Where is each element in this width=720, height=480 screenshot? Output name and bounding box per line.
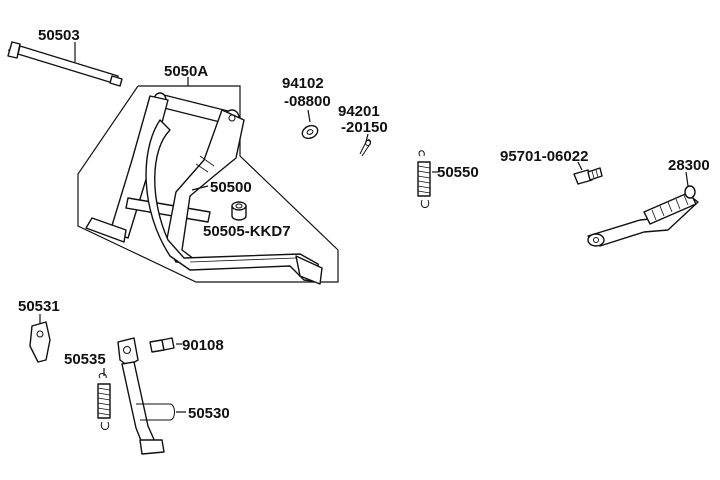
cotter-pin-94201 [359,133,371,157]
side-stand-50530 [117,337,186,455]
label-28300: 28300 [668,157,710,174]
main-stand-group-outline [77,77,339,283]
label-50505: 50505-KKD7 [203,223,291,240]
washer-94102 [301,109,319,140]
label-94102-line2: -08800 [284,93,331,110]
kick-lever-28300 [587,171,699,247]
spring-50535 [97,368,111,430]
label-50500: 50500 [210,179,252,196]
label-94102-line1: 94102 [282,75,324,92]
bolt-95701 [573,161,603,185]
spring-50550 [417,150,438,208]
label-94201-line1: 94201 [338,103,380,120]
label-50503: 50503 [38,27,80,44]
label-95701: 95701-06022 [500,148,588,165]
bolt-90108 [149,337,182,353]
label-50531: 50531 [18,298,60,315]
label-94201-line2: -20150 [341,119,388,136]
main-stand-50500 [85,92,323,285]
bracket-50531 [29,314,51,363]
label-90108: 90108 [182,337,224,354]
label-50550: 50550 [437,164,479,181]
pivot-bolt-50503 [7,41,123,87]
label-50530: 50530 [188,405,230,422]
bushing-50505 [231,201,247,221]
label-50535: 50535 [64,351,106,368]
label-5050A: 5050A [164,63,208,80]
